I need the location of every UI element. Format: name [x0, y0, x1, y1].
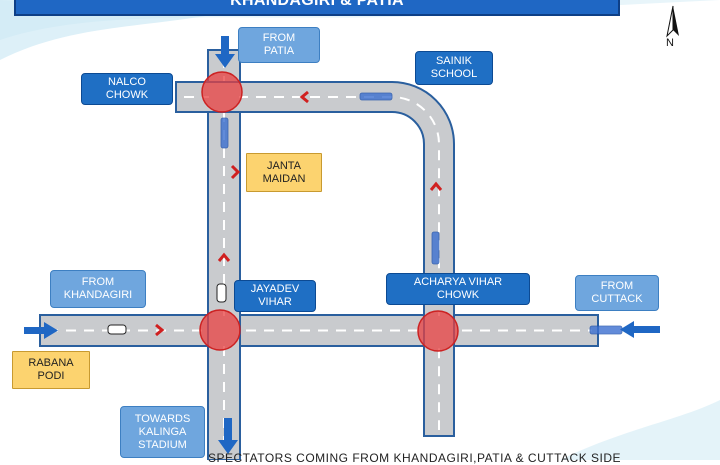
main-road-horizontal [39, 314, 599, 347]
arrow-left-icon [620, 321, 660, 338]
label-from-khandagiri: FROM KHANDAGIRI [50, 270, 146, 308]
junction-acharya [417, 310, 459, 352]
north-arrow-icon [666, 5, 679, 38]
vehicle-icon [359, 92, 393, 101]
vehicle-icon [431, 231, 440, 265]
label-sainik-school: SAINIK SCHOOL [415, 51, 493, 85]
arrow-right-icon [24, 322, 58, 339]
arrow-down-icon [215, 36, 235, 68]
label-jayadev-vihar: JAYADEV VIHAR [234, 280, 316, 312]
map-title: KHANDAGIRI & PATIA [230, 0, 404, 9]
vehicle-icon [220, 117, 229, 149]
car-icon [216, 283, 227, 303]
footer-caption: SPECTATORS COMING FROM KHANDAGIRI,PATIA … [208, 451, 622, 465]
chevron-up-icon [429, 181, 443, 191]
arrow-down-icon [218, 418, 238, 454]
label-from-cuttack: FROM CUTTACK [575, 275, 659, 311]
chevron-left-icon [299, 90, 309, 104]
label-towards-kalinga-stadium: TOWARDS KALINGA STADIUM [120, 406, 205, 458]
car-icon [107, 324, 127, 335]
top-road-nalco [175, 81, 455, 437]
chevron-up-icon [217, 252, 231, 262]
label-nalco-chowk: NALCO CHOWK [81, 73, 173, 105]
label-from-patia: FROM PATIA [238, 27, 320, 63]
chevron-right-icon [230, 164, 241, 180]
label-acharya-vihar-chowk: ACHARYA VIHAR CHOWK [386, 273, 530, 305]
junction-jayadev [199, 309, 241, 351]
title-bar: KHANDAGIRI & PATIA [14, 0, 620, 16]
vehicle-icon [589, 325, 623, 335]
label-janta-maidan: JANTA MAIDAN [246, 153, 322, 192]
label-rabana-podi: RABANA PODI [12, 351, 90, 389]
north-letter: N [666, 37, 674, 49]
junction-nalco [201, 71, 243, 113]
chevron-right-icon [155, 323, 165, 337]
